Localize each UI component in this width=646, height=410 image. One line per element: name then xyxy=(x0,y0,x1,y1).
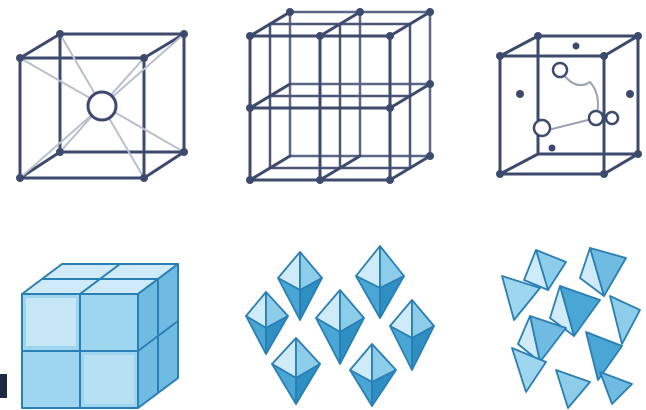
cube-stack-polyhedra xyxy=(22,264,178,408)
eight-cell-lattice xyxy=(246,8,434,184)
octahedra-network xyxy=(246,246,434,406)
edge-mark xyxy=(0,374,7,398)
tetrahedra-network xyxy=(502,248,640,408)
unit-cell-with-tetrahedral-site xyxy=(496,32,642,178)
unit-cell-with-center-atom xyxy=(16,30,188,182)
center-atom xyxy=(88,92,116,120)
